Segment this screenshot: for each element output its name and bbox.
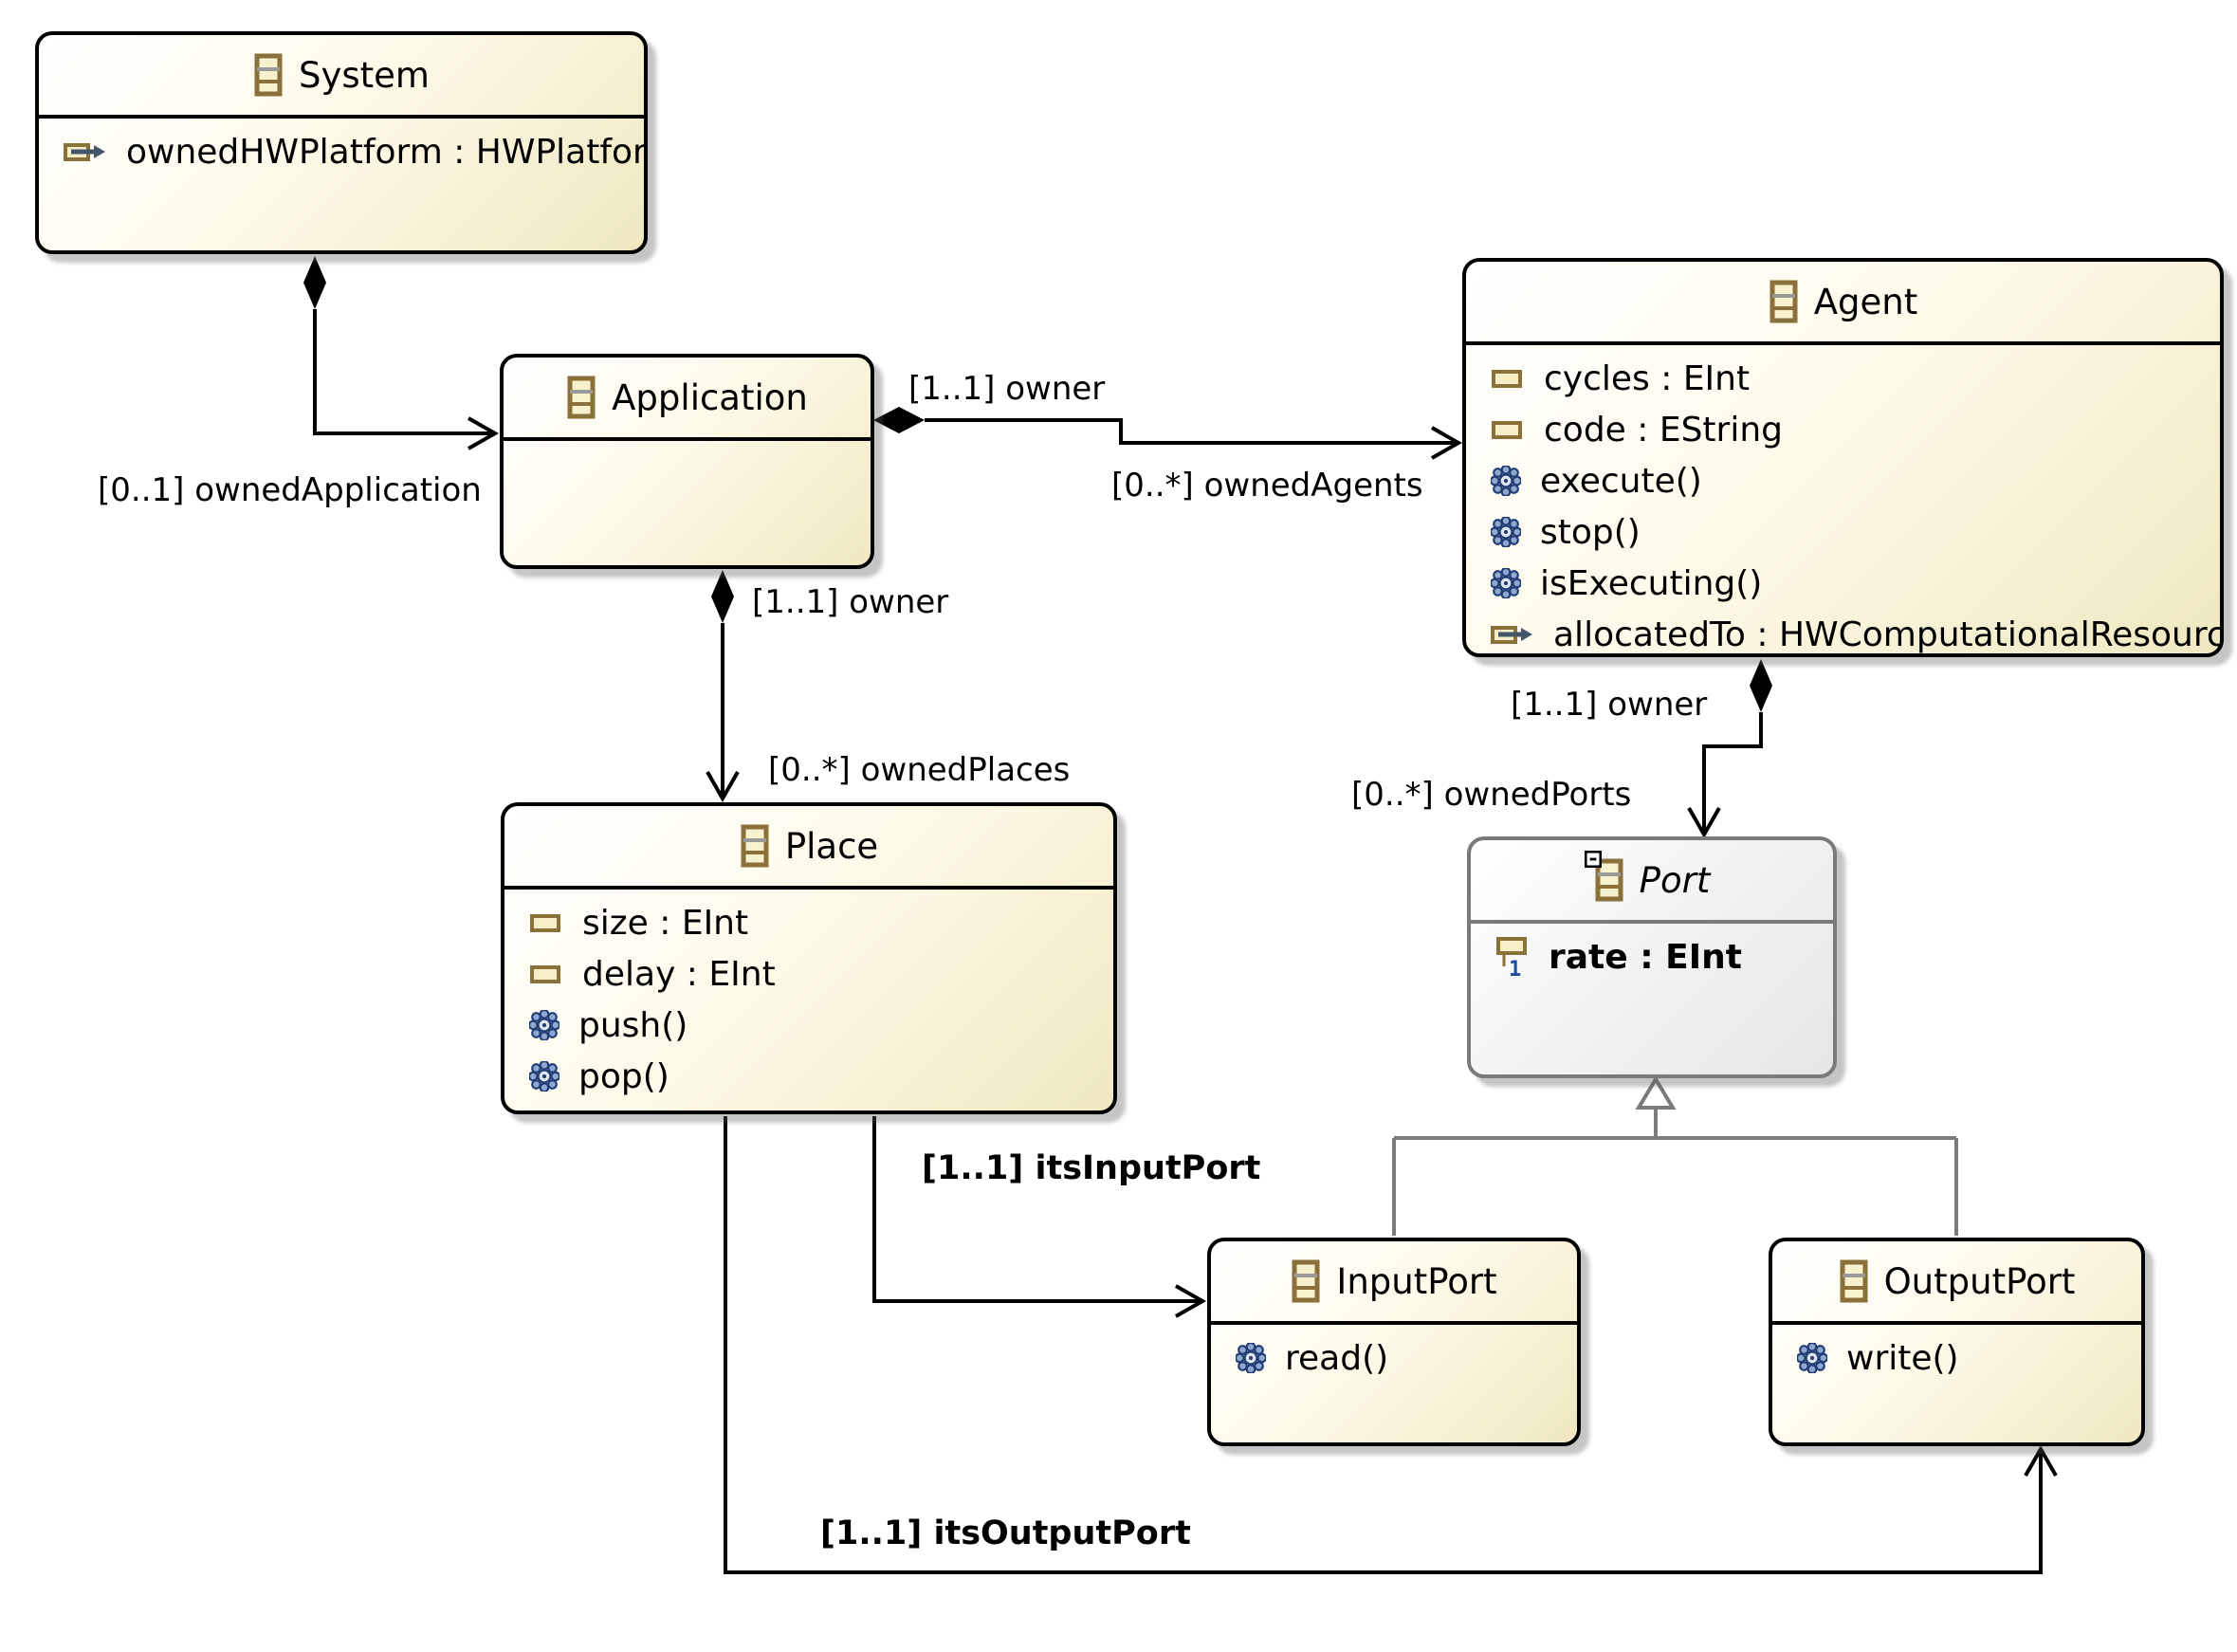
- operation-icon: [1797, 1343, 1827, 1373]
- member-label: allocatedTo : HWComputationalResource: [1553, 615, 2220, 654]
- edge-label-its-input-port[interactable]: [1..1] itsInputPort: [922, 1149, 1261, 1187]
- member-label: code : EString: [1544, 410, 1784, 450]
- operation-icon: [529, 1010, 559, 1040]
- class-name: System: [299, 54, 430, 96]
- operation-row[interactable]: stop(): [1466, 506, 2220, 558]
- class-title: System: [39, 35, 644, 119]
- reference-place-outputport[interactable]: [724, 1116, 2058, 1574]
- operation-row[interactable]: read(): [1211, 1332, 1577, 1384]
- operation-icon: [1236, 1343, 1266, 1373]
- member-label: rate : EInt: [1549, 937, 1742, 977]
- edge-label-agent-owner[interactable]: [1..1] owner: [908, 370, 1106, 408]
- attribute-row[interactable]: cycles : EInt: [1466, 353, 2220, 404]
- attribute-icon: [1491, 367, 1525, 390]
- class-icon: [566, 376, 596, 419]
- class-title: InputPort: [1211, 1241, 1577, 1325]
- class-title: Agent: [1466, 262, 2220, 345]
- operation-row[interactable]: pop(): [504, 1051, 1113, 1102]
- reference-row[interactable]: allocatedTo : HWComputationalResource: [1466, 609, 2220, 660]
- operation-icon: [1491, 568, 1521, 598]
- reference-icon: [1491, 623, 1534, 646]
- edge-label-place-owner[interactable]: [1..1] owner: [752, 583, 949, 621]
- class-title: Port: [1471, 840, 1833, 924]
- class-agent[interactable]: Agent cycles : EInt code : EString execu…: [1462, 258, 2224, 657]
- member-label: stop(): [1540, 512, 1641, 552]
- member-label: push(): [578, 1005, 688, 1045]
- attribute-row[interactable]: size : EInt: [504, 897, 1113, 948]
- operation-icon: [529, 1061, 559, 1092]
- class-title: Place: [504, 806, 1113, 890]
- operation-icon: [1491, 517, 1521, 547]
- edge-label-owned-agents[interactable]: [0..*] ownedAgents: [1111, 467, 1423, 505]
- member-label: ownedHWPlatform : HWPlatform: [126, 132, 644, 172]
- class-icon: [740, 824, 770, 868]
- composition-application-place[interactable]: [706, 570, 740, 803]
- class-application[interactable]: Application: [500, 354, 874, 569]
- edge-label-owned-places[interactable]: [0..*] ownedPlaces: [768, 751, 1071, 789]
- attribute-row[interactable]: code : EString: [1466, 404, 2220, 455]
- class-title: OutputPort: [1772, 1241, 2141, 1325]
- class-outputport[interactable]: OutputPort write(): [1769, 1238, 2145, 1446]
- class-icon: [1839, 1259, 1869, 1303]
- operation-row[interactable]: execute(): [1466, 455, 2220, 506]
- member-label: pop(): [578, 1056, 669, 1096]
- class-name: Agent: [1813, 281, 1918, 322]
- class-icon: [1769, 280, 1799, 323]
- abstract-badge-icon: [1585, 851, 1602, 868]
- class-icon: [253, 53, 284, 97]
- operation-row[interactable]: isExecuting(): [1466, 558, 2220, 609]
- attribute-row[interactable]: delay : EInt: [504, 948, 1113, 1000]
- class-icon: [1291, 1259, 1321, 1303]
- class-name: Place: [784, 825, 879, 867]
- attribute-icon: [529, 911, 563, 934]
- edge-label-owned-application[interactable]: [0..1] ownedApplication: [98, 471, 482, 509]
- attribute-one-icon: [1495, 936, 1530, 978]
- member-label: execute(): [1540, 461, 1702, 501]
- edge-label-port-owner[interactable]: [1..1] owner: [1511, 686, 1708, 724]
- class-place[interactable]: Place size : EInt delay : EInt push() po…: [501, 802, 1117, 1114]
- operation-row[interactable]: push(): [504, 1000, 1113, 1051]
- member-label: read(): [1285, 1338, 1389, 1378]
- generalization-ports[interactable]: [1392, 1075, 1958, 1236]
- class-name: Application: [612, 376, 808, 418]
- attribute-icon: [529, 963, 563, 985]
- member-label: size : EInt: [582, 903, 749, 943]
- class-name: OutputPort: [1883, 1260, 2076, 1302]
- member-label: isExecuting(): [1540, 563, 1763, 603]
- class-title: Application: [504, 358, 871, 441]
- composition-system-application[interactable]: [303, 256, 500, 450]
- composition-agent-port[interactable]: [1687, 659, 1772, 839]
- class-name: InputPort: [1336, 1260, 1497, 1302]
- operation-icon: [1491, 466, 1521, 496]
- edge-label-owned-ports[interactable]: [0..*] ownedPorts: [1351, 776, 1632, 814]
- operation-row[interactable]: write(): [1772, 1332, 2141, 1384]
- class-port[interactable]: Port rate : EInt: [1467, 836, 1837, 1078]
- reference-place-inputport[interactable]: [872, 1116, 1207, 1318]
- composition-application-agent[interactable]: [873, 407, 1463, 460]
- class-system[interactable]: System ownedHWPlatform : HWPlatform: [35, 31, 648, 254]
- member-label: write(): [1846, 1338, 1959, 1378]
- attribute-icon: [1491, 418, 1525, 441]
- class-inputport[interactable]: InputPort read(): [1207, 1238, 1581, 1446]
- class-name: Port: [1639, 859, 1711, 901]
- member-label: delay : EInt: [582, 954, 776, 994]
- reference-row[interactable]: ownedHWPlatform : HWPlatform: [39, 126, 644, 177]
- edge-label-its-output-port[interactable]: [1..1] itsOutputPort: [820, 1514, 1191, 1552]
- attribute-row[interactable]: rate : EInt: [1471, 931, 1833, 982]
- reference-icon: [64, 140, 107, 163]
- member-label: cycles : EInt: [1544, 358, 1751, 398]
